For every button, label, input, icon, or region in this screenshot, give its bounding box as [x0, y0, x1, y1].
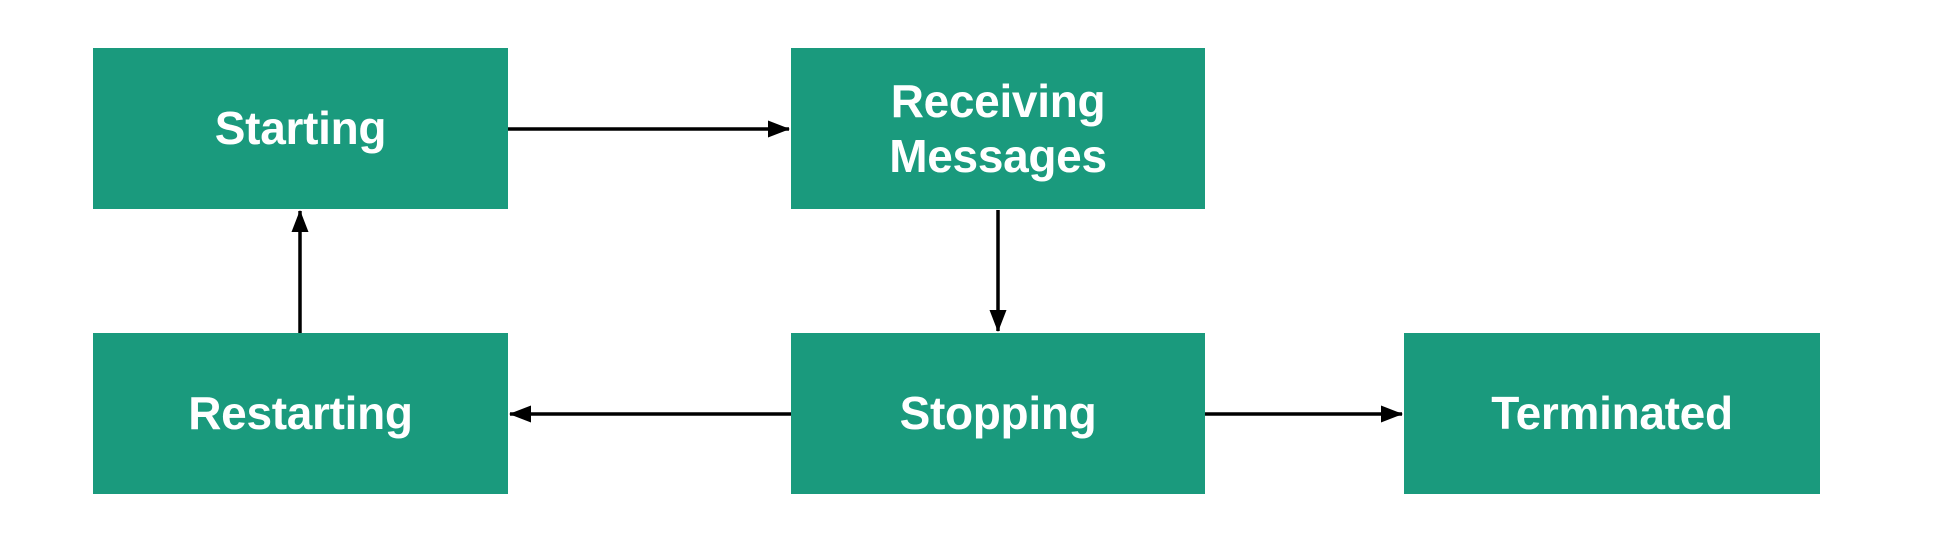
node-terminated-label: Terminated	[1491, 387, 1733, 440]
node-starting-label: Starting	[214, 102, 387, 155]
node-restarting-label: Restarting	[188, 387, 413, 440]
node-terminated: Terminated	[1404, 333, 1820, 494]
node-starting: Starting	[93, 48, 508, 209]
node-receiving-messages: Receiving Messages	[791, 48, 1205, 209]
node-stopping: Stopping	[791, 333, 1205, 494]
node-stopping-label: Stopping	[899, 387, 1097, 440]
node-receiving-messages-label: Receiving Messages	[889, 75, 1107, 182]
node-restarting: Restarting	[93, 333, 508, 494]
